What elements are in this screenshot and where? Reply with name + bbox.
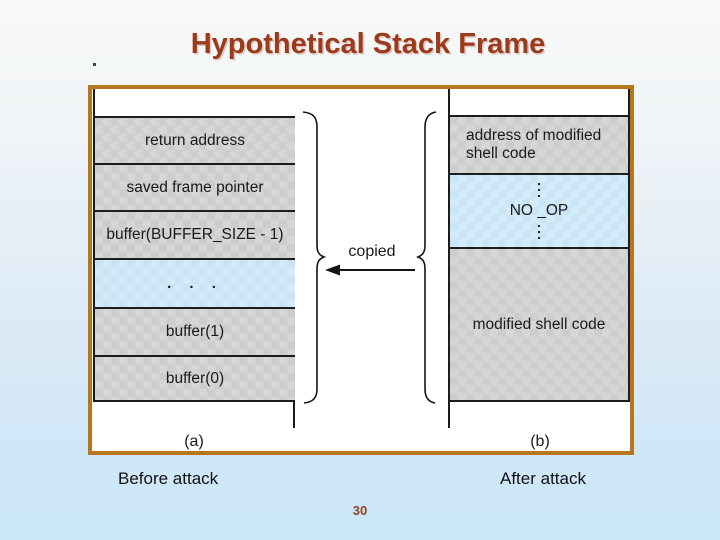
cell-return-address-label: return address [145, 131, 245, 149]
vertical-dots-icon [538, 183, 540, 197]
right-brace-icon [415, 111, 437, 404]
right-column-divider-line [448, 89, 450, 428]
cell-buffer-ellipsis-label: . . . [167, 275, 223, 292]
right-stack-empty-top-cell [450, 89, 628, 115]
cell-saved-frame-pointer: saved frame pointer [95, 163, 295, 210]
cell-no-op-label: NO _OP [509, 202, 569, 219]
cell-address-of-modified-shell-code: address of modified shell code [450, 115, 628, 173]
left-brace-icon [302, 111, 327, 404]
copied-region-graphic [302, 111, 437, 404]
cell-buffer-size-minus-1-label: buffer(BUFFER_SIZE - 1) [106, 226, 284, 243]
cell-address-of-modified-shell-code-label: address of modified shell code [466, 127, 602, 162]
sublabel-a: (a) [184, 433, 204, 450]
caption-after-attack: After attack [500, 469, 586, 488]
diagram-frame: return address saved frame pointer buffe… [88, 85, 634, 455]
copied-arrow-head-icon [325, 264, 340, 276]
sublabel-b: (b) [530, 433, 550, 450]
cell-modified-shell-code: modified shell code [450, 247, 628, 402]
cell-buffer-size-minus-1: buffer(BUFFER_SIZE - 1) [95, 210, 295, 258]
left-stack-empty-top-cell [95, 89, 295, 116]
caption-before-attack: Before attack [118, 469, 219, 488]
cell-return-address: return address [95, 116, 295, 163]
page-number: 30 [352, 503, 368, 518]
cell-modified-shell-code-label: modified shell code [472, 315, 606, 333]
cell-saved-frame-pointer-label: saved frame pointer [126, 178, 264, 196]
stray-bullet-dot [93, 63, 96, 66]
cell-no-op: NO _OP [450, 173, 628, 247]
cell-buffer-0: buffer(0) [95, 355, 295, 402]
left-stack: return address saved frame pointer buffe… [93, 89, 295, 402]
right-stack: address of modified shell code NO _OP mo… [450, 89, 630, 402]
cell-buffer-ellipsis: . . . [95, 258, 295, 307]
cell-buffer-1-label: buffer(1) [165, 323, 225, 340]
vertical-dots-icon [538, 225, 540, 239]
cell-buffer-0-label: buffer(0) [165, 369, 225, 387]
cell-buffer-1: buffer(1) [95, 307, 295, 355]
copied-label: copied [348, 243, 396, 260]
slide-title: Hypothetical Stack Frame [190, 28, 546, 60]
